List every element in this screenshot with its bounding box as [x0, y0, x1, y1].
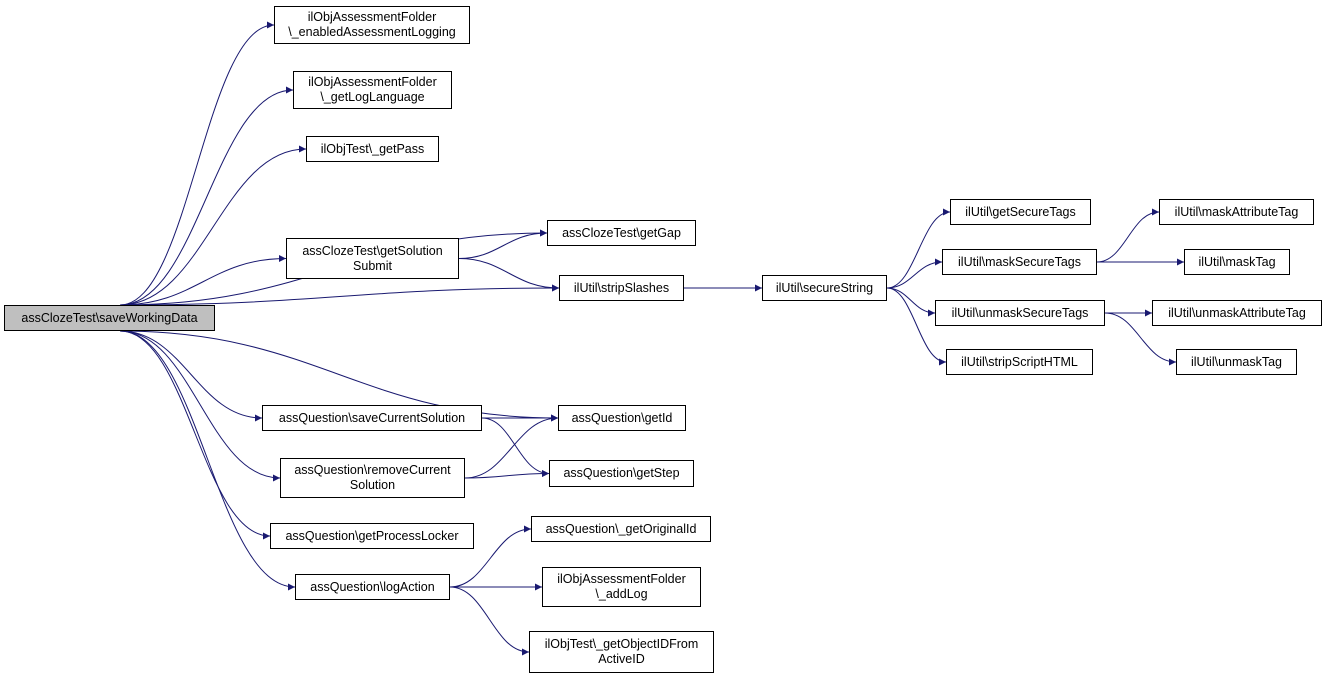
node-label: ilUtil\unmaskTag	[1190, 354, 1282, 369]
node-label: assClozeTest\getGap	[562, 225, 681, 240]
node-get-log-language[interactable]: ilObjAssessmentFolder\_getLogLanguage	[293, 71, 452, 109]
node-label: assQuestion\logAction	[310, 579, 435, 594]
edge-save_current_solution-to-get_step	[481, 417, 550, 477]
edge-root-to-get_id	[120, 330, 559, 422]
node-secure-string[interactable]: ilUtil\secureString	[762, 275, 887, 301]
node-add-log[interactable]: ilObjAssessmentFolder\_addLog	[542, 567, 701, 607]
node-get-gap[interactable]: assClozeTest\getGap	[547, 220, 696, 246]
edge-unmask_secure_tags-to-unmask_tag	[1104, 312, 1177, 366]
node-label: ilUtil\getSecureTags	[965, 204, 1076, 219]
node-label: assQuestion\removeCurrent	[294, 463, 451, 477]
node-label: assClozeTest\saveWorkingData	[21, 310, 198, 325]
node-label: ilUtil\maskSecureTags	[958, 254, 1081, 269]
node-label: ilUtil\unmaskSecureTags	[951, 305, 1089, 320]
edge-mask_secure_tags-to-mask_attribute_tag	[1096, 208, 1160, 263]
node-label: ilUtil\maskTag	[1198, 254, 1276, 269]
node-get-process-locker[interactable]: assQuestion\getProcessLocker	[270, 523, 474, 549]
node-label: assQuestion\getStep	[563, 466, 680, 480]
edge-get_solution_submit-to-strip_slashes	[458, 258, 560, 292]
node-unmask-secure-tags[interactable]: ilUtil\unmaskSecureTags	[935, 300, 1105, 326]
node-mask-tag[interactable]: ilUtil\maskTag	[1184, 249, 1290, 275]
node-save-current-solution[interactable]: assQuestion\saveCurrentSolution	[262, 405, 482, 431]
node-label: \_getLogLanguage	[320, 90, 425, 104]
node-get-pass[interactable]: ilObjTest\_getPass	[306, 136, 439, 162]
edge-root-to-get_process_locker	[120, 330, 271, 540]
edge-root-to-save_current_solution	[120, 330, 263, 422]
edge-root-to-get_solution_submit	[120, 255, 287, 306]
node-label: assQuestion\getProcessLocker	[285, 528, 459, 543]
node-label: assQuestion\_getOriginalId	[545, 521, 697, 536]
edge-remove_current_solution-to-get_id	[464, 414, 559, 479]
node-get-id[interactable]: assQuestion\getId	[558, 405, 686, 431]
node-label: ilUtil\stripScriptHTML	[961, 354, 1078, 369]
node-label: ilObjTest\_getPass	[320, 141, 425, 156]
node-label: ilObjAssessmentFolder	[307, 10, 437, 24]
edge-secure_string-to-mask_secure_tags	[886, 258, 943, 289]
edge-root-to-log_action	[120, 330, 296, 591]
edge-secure_string-to-get_secure_tags	[886, 208, 951, 289]
node-get-step[interactable]: assQuestion\getStep	[549, 460, 694, 487]
edge-root-to-remove_current_solution	[120, 330, 281, 482]
edge-get_solution_submit-to-get_gap	[458, 229, 548, 259]
node-label: \_addLog	[595, 587, 648, 601]
node-label: ActiveID	[598, 652, 645, 666]
node-get-secure-tags[interactable]: ilUtil\getSecureTags	[950, 199, 1091, 225]
node-enabled-assessment-logging[interactable]: ilObjAssessmentFolder\_enabledAssessment…	[274, 6, 470, 44]
node-unmask-attribute-tag[interactable]: ilUtil\unmaskAttributeTag	[1152, 300, 1322, 326]
edge-root-to-get_pass	[120, 145, 307, 306]
edge-root-to-enabled_logging	[120, 21, 275, 306]
node-mask-secure-tags[interactable]: ilUtil\maskSecureTags	[942, 249, 1097, 275]
node-label: assClozeTest\getSolution	[302, 243, 443, 258]
node-log-action[interactable]: assQuestion\logAction	[295, 574, 450, 600]
node-label: ilUtil\maskAttributeTag	[1174, 204, 1299, 219]
edge-remove_current_solution-to-get_step	[464, 470, 550, 479]
node-label: Solution	[349, 478, 396, 492]
edge-log_action-to-get_original_id	[449, 525, 532, 588]
node-strip-script-html[interactable]: ilUtil\stripScriptHTML	[946, 349, 1093, 375]
node-label: ilObjAssessmentFolder	[308, 75, 437, 89]
edge-secure_string-to-strip_script_html	[886, 287, 947, 366]
node-label: ilUtil\unmaskAttributeTag	[1168, 305, 1306, 320]
node-label: assQuestion\getId	[571, 410, 673, 425]
edge-root-to-strip_slashes	[120, 284, 560, 306]
node-strip-slashes[interactable]: ilUtil\stripSlashes	[559, 275, 684, 301]
edge-root-to-get_log_language	[120, 86, 294, 306]
node-label: assQuestion\saveCurrentSolution	[278, 410, 466, 425]
node-root[interactable]: assClozeTest\saveWorkingData	[4, 305, 215, 331]
node-label: ilUtil\stripSlashes	[573, 280, 670, 295]
node-mask-attribute-tag[interactable]: ilUtil\maskAttributeTag	[1159, 199, 1314, 225]
node-label: Submit	[353, 258, 392, 273]
node-label: \_enabledAssessmentLogging	[288, 25, 456, 39]
node-get-original-id[interactable]: assQuestion\_getOriginalId	[531, 516, 711, 542]
node-label: ilObjTest\_getObjectIDFrom	[544, 637, 699, 651]
edge-secure_string-to-unmask_secure_tags	[886, 287, 936, 317]
node-unmask-tag[interactable]: ilUtil\unmaskTag	[1176, 349, 1297, 375]
node-label: ilUtil\secureString	[775, 280, 874, 295]
edge-log_action-to-get_object_id_from_active_id	[449, 586, 530, 656]
node-label: ilObjAssessmentFolder	[557, 572, 686, 586]
